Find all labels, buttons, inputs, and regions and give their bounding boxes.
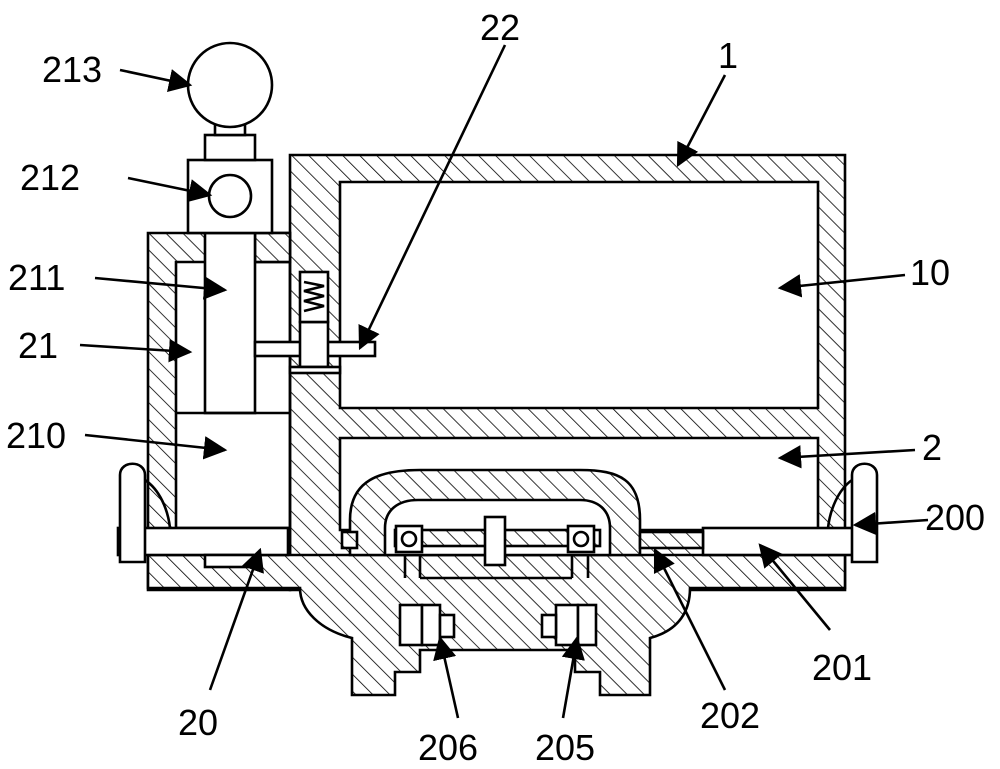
side-handles [118,462,879,564]
label-22: 22 [480,7,520,48]
leader-lines [79,44,929,719]
base-plate [146,468,847,697]
label-213: 213 [42,49,102,90]
label-212: 212 [20,157,80,198]
screw-rod [393,515,602,580]
label-202: 202 [700,695,760,736]
label-20: 20 [178,702,218,743]
label-210: 210 [6,415,66,456]
label-206: 206 [418,727,478,768]
pressure-gauge [186,41,274,129]
lower-clamps [398,603,598,647]
label-10: 10 [910,252,950,293]
label-211: 211 [8,257,65,298]
label-205: 205 [535,727,595,768]
valve-block [186,120,274,235]
label-2: 2 [922,427,942,468]
label-1: 1 [718,35,738,76]
label-200: 200 [925,497,985,538]
label-201: 201 [812,647,872,688]
reference-labels: 213 212 211 21 210 22 1 10 2 200 201 202… [6,7,985,768]
label-21: 21 [18,325,58,366]
latch-pin [253,270,377,375]
